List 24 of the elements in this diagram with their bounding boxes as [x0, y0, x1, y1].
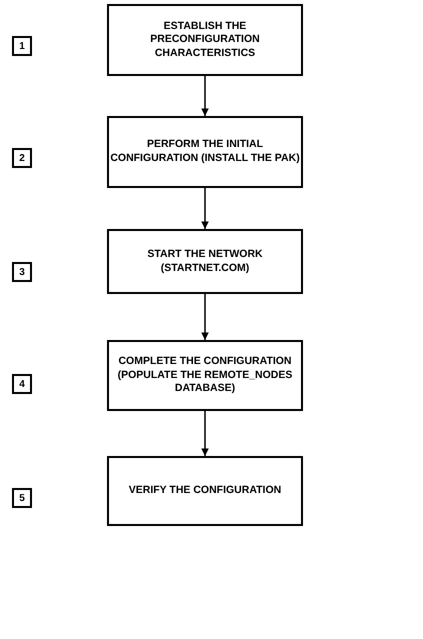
process-box	[107, 456, 303, 526]
step-number-box	[12, 148, 32, 168]
step-number-box	[12, 36, 32, 56]
step-text: VERIFY THE CONFIGURATION	[128, 484, 282, 498]
arrow	[201, 294, 209, 340]
step-number-box	[12, 374, 32, 394]
step-text: ESTABLISH THE PRECONFIGURATION CHARACTERISTICS	[149, 20, 261, 60]
process-box	[107, 4, 303, 76]
step-number-box	[12, 262, 32, 282]
step-text: PERFORM THE INITIAL CONFIGURATION (INSTALL THE PAK)	[109, 138, 301, 166]
process-box	[107, 229, 303, 294]
arrow	[201, 411, 209, 456]
step-number: 5	[19, 492, 25, 504]
step-number-box	[12, 488, 32, 508]
process-box	[107, 340, 303, 411]
step-number: 2	[19, 152, 25, 164]
step-number: 4	[19, 378, 25, 390]
step-number: 3	[19, 266, 25, 278]
arrow	[201, 188, 209, 229]
step-text: COMPLETE THE CONFIGURATION (POPULATE THE REMOTE_NODES DATABASE)	[116, 355, 294, 396]
step-text: START THE NETWORK (STARTNET.COM)	[146, 248, 264, 276]
process-box	[107, 116, 303, 188]
step-number: 1	[19, 40, 25, 52]
arrow	[201, 76, 209, 116]
